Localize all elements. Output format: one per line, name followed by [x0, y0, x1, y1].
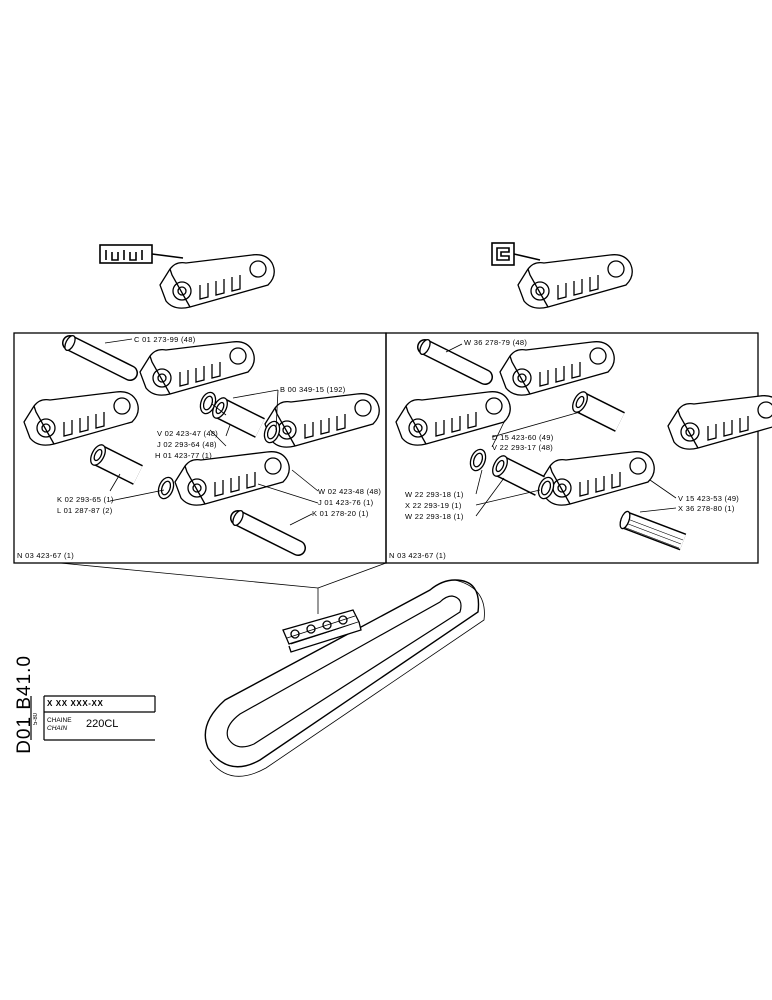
callout-label: V 02 423-47 (48): [157, 429, 219, 438]
top-left-link: [159, 254, 275, 309]
callout-label: V 22 293-17 (48): [492, 443, 554, 452]
symbol-right: [491, 242, 541, 266]
callout-label: L 01 287-87 (2): [57, 506, 113, 515]
callout-label: V 15 423-53 (49): [678, 494, 740, 503]
right-bush-2: [490, 453, 540, 486]
leaders-right: [445, 343, 677, 517]
connector-lines: [59, 562, 387, 614]
callout-label: B 00 349-15 (192): [280, 385, 346, 394]
right-bush-1: [570, 389, 620, 422]
callout-label: W 36 278-79 (48): [464, 338, 528, 347]
side-note: 5-80: [33, 713, 39, 726]
callout-label: X 36 278-80 (1): [678, 504, 735, 513]
right-link-c: [667, 395, 772, 450]
callout-label: K 02 293-65 (1): [57, 495, 114, 504]
callout-label: K 01 278-20 (1): [312, 509, 369, 518]
callout-label: W 22 293-18 (1): [405, 512, 464, 521]
right-frame-tag: N 03 423-67 (1): [389, 551, 447, 560]
callout-label: D 15 423-60 (49): [492, 433, 554, 442]
leaders-left: [104, 338, 319, 526]
callout-label: W 02 423-48 (48): [318, 487, 382, 496]
right-link-d: [539, 451, 655, 506]
right-ring-1: [467, 446, 489, 474]
left-frame-tag: N 03 423-67 (1): [17, 551, 75, 560]
right-shaft: [619, 510, 687, 551]
title-block-box: [30, 695, 156, 741]
side-code: D01 B41.0: [14, 655, 35, 754]
left-pin-top: [63, 334, 130, 373]
track-chain-loop: [204, 579, 485, 777]
title-block-name-fr: CHAINE: [47, 717, 72, 724]
callout-label: C 01 273-99 (48): [134, 335, 196, 344]
chain-link-section: [282, 609, 362, 653]
left-ring-3: [155, 474, 177, 502]
title-block-name-en: CHAIN: [47, 725, 68, 732]
symbol-left: [99, 244, 184, 264]
callout-label: W 22 293-18 (1): [405, 490, 464, 499]
left-bush-1: [210, 395, 260, 428]
left-link-c: [264, 393, 380, 448]
callout-label: J 02 293-64 (48): [157, 440, 217, 449]
left-link-b: [23, 391, 139, 446]
right-frame: [385, 332, 759, 564]
callout-label: X 22 293-19 (1): [405, 501, 462, 510]
right-link-a: [499, 341, 615, 396]
callout-label: J 01 423-76 (1): [318, 498, 374, 507]
left-link-a: [139, 341, 255, 396]
left-pin-bottom: [231, 509, 298, 548]
title-block-model: 220CL: [86, 718, 119, 730]
title-block-ref: X XX XXX-XX: [47, 699, 104, 708]
callout-label: H 01 423-77 (1): [155, 451, 213, 460]
left-bush-2: [88, 442, 138, 475]
top-right-link: [517, 254, 633, 309]
